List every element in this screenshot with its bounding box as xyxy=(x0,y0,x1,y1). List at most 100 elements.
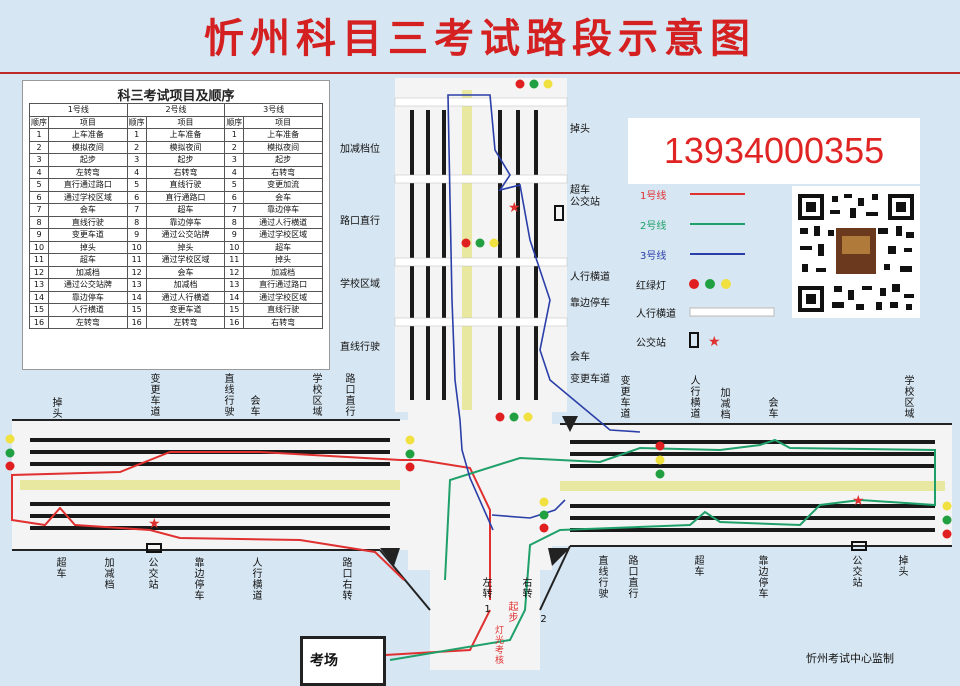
sequence-cell: 3 xyxy=(29,153,49,167)
sequence-cell: 2 xyxy=(224,140,245,154)
sequence-cell: 9 xyxy=(29,228,49,242)
traffic-light-left-east xyxy=(405,435,415,472)
item-cell: 通过学校区域 xyxy=(48,190,128,204)
bus-stop-marker-left xyxy=(146,543,162,553)
title-divider xyxy=(0,72,960,74)
item-cell: 直行通路口 xyxy=(145,190,226,204)
right-top-label: 人行横道 xyxy=(690,376,701,420)
north-right-label: 人行横道 xyxy=(570,272,610,283)
sequence-cell: 12 xyxy=(29,265,49,279)
item-cell: 直线行驶 xyxy=(48,215,128,229)
right-top-label: 变更车道 xyxy=(620,376,631,420)
item-cell: 直线行驶 xyxy=(243,303,323,317)
light-test-label: 灯光考核 xyxy=(494,626,504,666)
sequence-cell: 1 xyxy=(29,128,49,142)
corner-marker-north xyxy=(562,416,578,432)
sequence-cell: 14 xyxy=(126,290,147,304)
left-top-label: 变更车道 xyxy=(150,374,161,418)
right-top-label: 学校区域 xyxy=(904,376,915,420)
sequence-cell: 6 xyxy=(29,190,49,204)
item-cell: 加减档 xyxy=(243,265,323,279)
right-top-label: 加减档 xyxy=(720,388,731,421)
right-bottom-label: 直线行驶 xyxy=(598,556,609,600)
right-turn-label: 右转 xyxy=(522,578,533,600)
item-cell: 通过公交站牌 xyxy=(48,278,128,292)
north-left-label: 路口直行 xyxy=(340,216,380,227)
qr-code xyxy=(792,186,920,318)
north-left-label: 加减档位 xyxy=(340,144,380,155)
sequence-cell: 4 xyxy=(224,165,245,179)
sequence-cell: 3 xyxy=(224,153,245,167)
item-cell: 模拟夜间 xyxy=(145,140,226,154)
sequence-cell: 1 xyxy=(224,128,245,142)
sequence-cell: 8 xyxy=(29,215,49,229)
right-bottom-label: 靠边停车 xyxy=(758,556,769,600)
legend-traffic-light-swatch xyxy=(689,279,731,289)
right-lane-marks xyxy=(570,440,935,532)
legend-star-swatch: ★ xyxy=(708,334,721,350)
sequence-cell: 7 xyxy=(224,203,245,217)
sequence-cell: 10 xyxy=(224,240,245,254)
left-turn-label: 左转 xyxy=(482,578,493,600)
left-top-label: 直线行驶 xyxy=(224,374,235,418)
left-bottom-label: 超车 xyxy=(56,558,67,580)
item-cell: 模拟夜间 xyxy=(48,140,128,154)
item-cell: 会车 xyxy=(48,203,128,217)
item-cell: 上车准备 xyxy=(145,128,226,142)
bus-stop-marker-right xyxy=(851,541,867,551)
sequence-cell: 16 xyxy=(126,315,147,329)
column-header: 顺序 xyxy=(126,115,147,129)
sequence-cell: 15 xyxy=(29,303,49,317)
item-cell: 左转弯 xyxy=(145,315,226,329)
legend-line-2-label: 2号线 xyxy=(640,221,667,232)
sequence-cell: 15 xyxy=(224,303,245,317)
sequence-cell: 11 xyxy=(29,253,49,267)
traffic-light-left-west xyxy=(5,434,15,471)
route-number-1: 1 xyxy=(484,604,491,615)
sequence-cell: 7 xyxy=(29,203,49,217)
traffic-light-north-bottom xyxy=(495,412,533,422)
north-right-label: 靠边停车 xyxy=(570,298,610,309)
legend-crosswalk-swatch xyxy=(689,307,775,317)
item-cell: 人行横道 xyxy=(48,303,128,317)
route-line-3 xyxy=(447,94,641,531)
item-cell: 起步 xyxy=(145,153,226,167)
traffic-light-north-mid xyxy=(461,238,499,248)
legend-bus-stop-swatch xyxy=(689,332,699,348)
item-cell: 会车 xyxy=(145,265,226,279)
north-right-label: 变更车道 xyxy=(570,374,610,385)
sequence-cell: 9 xyxy=(126,228,147,242)
item-cell: 通过学校区域 xyxy=(243,228,323,242)
start-label: 起步 xyxy=(508,602,519,624)
sequence-cell: 1 xyxy=(126,128,147,142)
north-right-label: 掉头 xyxy=(570,124,590,135)
item-cell: 右转弯 xyxy=(243,315,323,329)
north-lane-marks xyxy=(410,110,538,400)
star-marker-north: ★ xyxy=(508,200,521,216)
legend-line-1-label: 1号线 xyxy=(640,191,667,202)
item-cell: 变更加流 xyxy=(243,178,323,192)
item-cell: 通过人行横道 xyxy=(243,215,323,229)
north-right-label: 超车 公交站 xyxy=(570,185,600,208)
traffic-light-right-west xyxy=(539,497,549,533)
north-crosswalks xyxy=(394,97,568,327)
left-bottom-label: 加减档 xyxy=(104,558,115,591)
table-column-header-row: 顺序 项目 顺序 项目 顺序 项目 xyxy=(29,115,323,129)
legend-crosswalk-label: 人行横道 xyxy=(636,309,676,320)
north-left-label: 直线行驶 xyxy=(340,342,380,353)
item-cell: 加减档 xyxy=(145,278,226,292)
right-bottom-label: 掉头 xyxy=(898,556,909,578)
sequence-cell: 14 xyxy=(29,290,49,304)
table-heading: 科三考试项目及顺序 xyxy=(117,89,235,104)
item-cell: 右转弯 xyxy=(243,165,323,179)
north-left-label: 学校区域 xyxy=(340,279,380,290)
item-cell: 起步 xyxy=(48,153,128,167)
item-cell: 超车 xyxy=(48,253,128,267)
